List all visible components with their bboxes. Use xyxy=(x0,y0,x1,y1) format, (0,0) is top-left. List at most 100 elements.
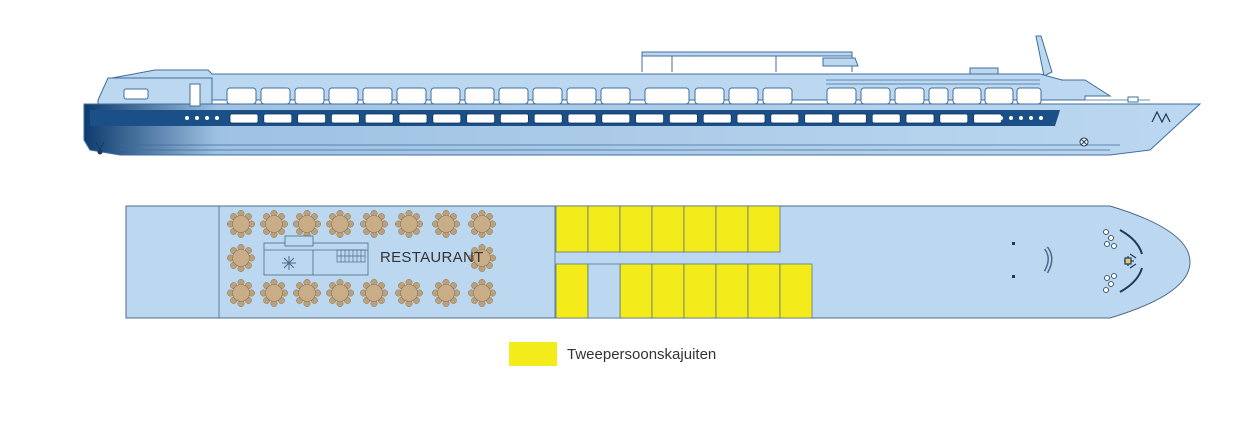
bow-seating xyxy=(1119,229,1143,293)
lower-window xyxy=(466,113,496,124)
propeller-icon xyxy=(95,141,105,155)
upper-window xyxy=(728,87,759,105)
restaurant-tables xyxy=(227,210,496,307)
lower-window xyxy=(364,113,394,124)
lower-window xyxy=(263,113,293,124)
waterline xyxy=(120,144,1120,151)
upper-window xyxy=(826,87,857,105)
lower-window xyxy=(533,113,563,124)
dining-table xyxy=(468,279,496,307)
lower-window xyxy=(871,113,901,124)
corridor-space xyxy=(587,263,621,319)
dining-table xyxy=(227,210,255,238)
upper-window xyxy=(464,87,495,105)
upper-window xyxy=(498,87,529,105)
upper-window xyxy=(566,87,597,105)
upper-window xyxy=(600,87,631,105)
snowflake-icon xyxy=(282,256,296,270)
double-cabin xyxy=(619,205,653,253)
dining-table xyxy=(432,279,460,307)
double-cabin xyxy=(715,205,749,253)
table-top xyxy=(473,249,491,267)
sundeck-railing xyxy=(641,51,853,72)
double-cabin xyxy=(747,205,781,253)
logo-icon xyxy=(1151,110,1171,124)
dining-table xyxy=(360,279,388,307)
double-cabin xyxy=(587,205,621,253)
table-top xyxy=(331,284,349,302)
upper-window xyxy=(952,87,982,105)
table-top xyxy=(232,215,250,233)
rear-window xyxy=(123,88,149,100)
lower-window xyxy=(905,113,935,124)
dining-table xyxy=(468,210,496,238)
table-top xyxy=(265,284,283,302)
dining-table xyxy=(293,279,321,307)
table-top xyxy=(232,249,250,267)
lower-window xyxy=(736,113,766,124)
dining-table xyxy=(260,279,288,307)
lower-window xyxy=(432,113,462,124)
lower-window xyxy=(804,113,833,124)
double-cabin xyxy=(651,205,685,253)
upper-window xyxy=(984,87,1014,105)
upper-window xyxy=(694,87,725,105)
double-cabin xyxy=(555,205,589,253)
double-cabin xyxy=(747,263,781,319)
restaurant-label: RESTAURANT xyxy=(380,249,484,266)
upper-window xyxy=(396,87,427,105)
upper-window xyxy=(762,87,793,105)
lower-window xyxy=(939,113,969,124)
ship-side-view xyxy=(83,35,1202,156)
lower-window xyxy=(838,113,867,124)
deck-bollards xyxy=(1012,242,1015,278)
grill-icon xyxy=(336,249,366,263)
roof-detail xyxy=(969,67,999,75)
double-cabin xyxy=(683,205,717,253)
double-cabin xyxy=(683,263,717,319)
upper-deck-windows xyxy=(226,79,1042,105)
legend-swatch-double-cabin xyxy=(509,342,557,366)
bow-name-plate xyxy=(1127,96,1139,103)
table-top xyxy=(365,215,383,233)
table-top xyxy=(298,284,316,302)
cabins xyxy=(555,205,813,319)
upper-window xyxy=(362,87,393,105)
table-top xyxy=(473,284,491,302)
dining-table xyxy=(468,244,496,272)
portholes-rear xyxy=(185,116,219,120)
double-cabin xyxy=(779,263,813,319)
table-top xyxy=(400,284,418,302)
deck-rail xyxy=(826,79,1040,85)
upper-window xyxy=(328,87,359,105)
lower-window xyxy=(499,113,529,124)
table-top xyxy=(298,215,316,233)
portholes-front xyxy=(989,116,1043,120)
ship-top-view: RESTAURANT xyxy=(125,205,1191,319)
double-cabin xyxy=(555,263,589,319)
dining-table xyxy=(293,210,321,238)
lower-window xyxy=(567,113,597,124)
lower-window xyxy=(330,113,360,124)
buffet-counter xyxy=(263,235,369,276)
table-top xyxy=(437,284,455,302)
lower-window xyxy=(669,113,698,124)
table-top xyxy=(365,284,383,302)
legend-label: Tweepersoonskajuiten xyxy=(567,345,717,363)
upper-window xyxy=(644,87,690,105)
double-cabin xyxy=(715,263,749,319)
upper-window xyxy=(894,87,925,105)
bow-seats xyxy=(1103,229,1117,293)
legend: Tweepersoonskajuiten xyxy=(509,342,716,366)
dining-table xyxy=(227,244,255,272)
lower-deck-windows xyxy=(229,113,1002,124)
table-top xyxy=(265,215,283,233)
bow-stairs xyxy=(1043,246,1053,274)
double-cabin xyxy=(651,263,685,319)
table-top xyxy=(331,215,349,233)
windlass-icon xyxy=(1124,253,1137,269)
upper-window xyxy=(294,87,325,105)
upper-window xyxy=(226,87,257,105)
dining-table xyxy=(360,210,388,238)
